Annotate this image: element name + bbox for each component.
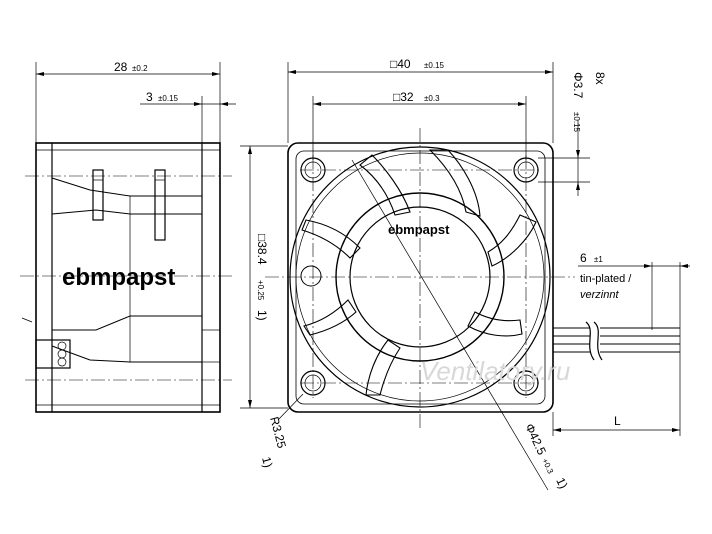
dim-inner-tol: +0.25 — [256, 280, 265, 301]
dim-outer-tol: ±0.15 — [424, 61, 445, 70]
lead-wires: 6 ±1 tin-plated / verzinnt L — [552, 251, 690, 436]
dim-flange-value: 3 — [146, 90, 153, 104]
dim-flange-tol: ±0.15 — [158, 94, 179, 103]
hub-brand-label: ebmpapst — [388, 222, 450, 237]
dim-diameter-value: Φ42.5 — [522, 421, 549, 457]
dim-depth-value: 28 — [114, 60, 128, 74]
fan-blades — [301, 149, 537, 396]
side-brand-label: ebmpapst — [62, 264, 175, 291]
dim-radius-value: R3.25 — [267, 415, 289, 450]
lead-note-line2: verzinnt — [580, 289, 619, 301]
front-frame-outer — [287, 142, 554, 413]
front-view: ebmpapst □40 ±0.15 □32 ±0.3 8x Φ3.7 ±0.1… — [240, 57, 607, 491]
dim-diameter-tol: +0.3 — [540, 457, 555, 476]
dim-holes-tol: ±0.15 — [572, 112, 581, 133]
dim-holes-count: 8x — [593, 72, 607, 85]
dim-strip-value: 6 — [580, 251, 587, 265]
dim-strip-tol: ±1 — [594, 255, 603, 264]
side-clip-right — [154, 169, 166, 241]
dim-outer-value: □40 — [390, 57, 411, 71]
dim-holes-value: Φ3.7 — [571, 72, 585, 99]
side-body-outline — [35, 142, 221, 413]
dim-hole-spacing-tol: ±0.3 — [424, 94, 440, 103]
watermark: Ventilatory.ru — [420, 356, 570, 386]
dim-inner-value: □38.4 — [255, 234, 269, 265]
lead-note-line1: tin-plated / — [580, 273, 632, 285]
side-clip-left — [92, 169, 104, 221]
dim-length-label: L — [614, 414, 621, 428]
dim-diameter-close: 1) — [553, 475, 570, 491]
dim-depth-tol: ±0.2 — [132, 64, 148, 73]
side-connector — [35, 339, 71, 369]
dim-hole-spacing-value: □32 — [393, 90, 414, 104]
dim-radius-close: 1) — [259, 455, 275, 469]
dim-inner-close: 1) — [255, 310, 269, 321]
side-view: ebmpapst 28 ±0.2 3 ±0.15 — [20, 60, 236, 413]
